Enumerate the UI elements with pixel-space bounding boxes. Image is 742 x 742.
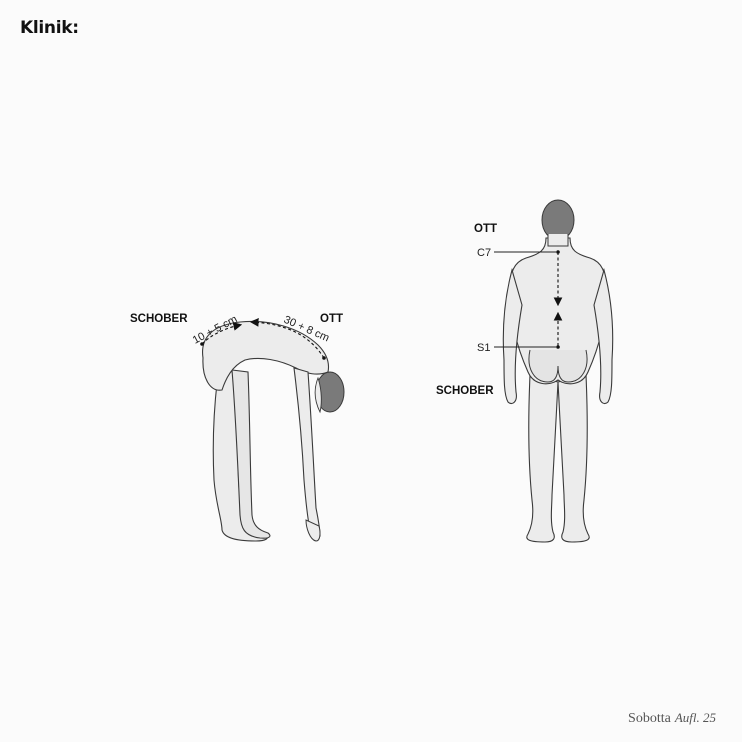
neck — [547, 234, 569, 247]
left-leg — [526, 374, 559, 543]
hand — [305, 519, 321, 542]
c7-dot — [556, 250, 560, 254]
front-leg — [231, 369, 271, 539]
face — [314, 376, 322, 414]
left-arm — [502, 267, 523, 405]
s1-dot — [556, 345, 560, 349]
standing-back-figure: OTT C7 S1 SCHOBER — [436, 199, 614, 543]
torso — [202, 320, 330, 391]
watermark-brand: Sobotta — [628, 711, 671, 726]
marker-c7: C7 — [477, 247, 491, 259]
section-heading: Klinik: — [20, 18, 79, 38]
schober-start-dot — [200, 342, 204, 346]
right-arm — [593, 267, 614, 405]
back-label-schober: SCHOBER — [436, 385, 494, 397]
marker-s1: S1 — [477, 342, 490, 354]
ott-start-dot — [322, 356, 326, 360]
ott-measure-line — [249, 317, 325, 359]
back-label-ott: OTT — [474, 223, 497, 235]
side-label-schober: SCHOBER — [130, 313, 188, 325]
side-label-ott: OTT — [320, 313, 343, 325]
schober-measure-line — [201, 322, 243, 345]
right-leg — [557, 374, 590, 543]
buttocks — [528, 349, 588, 383]
watermark-edition: Aufl. 25 — [674, 710, 716, 725]
bent-forward-figure: SCHOBER OTT 10 + 5 cm 30 + 8 cm — [130, 313, 345, 542]
